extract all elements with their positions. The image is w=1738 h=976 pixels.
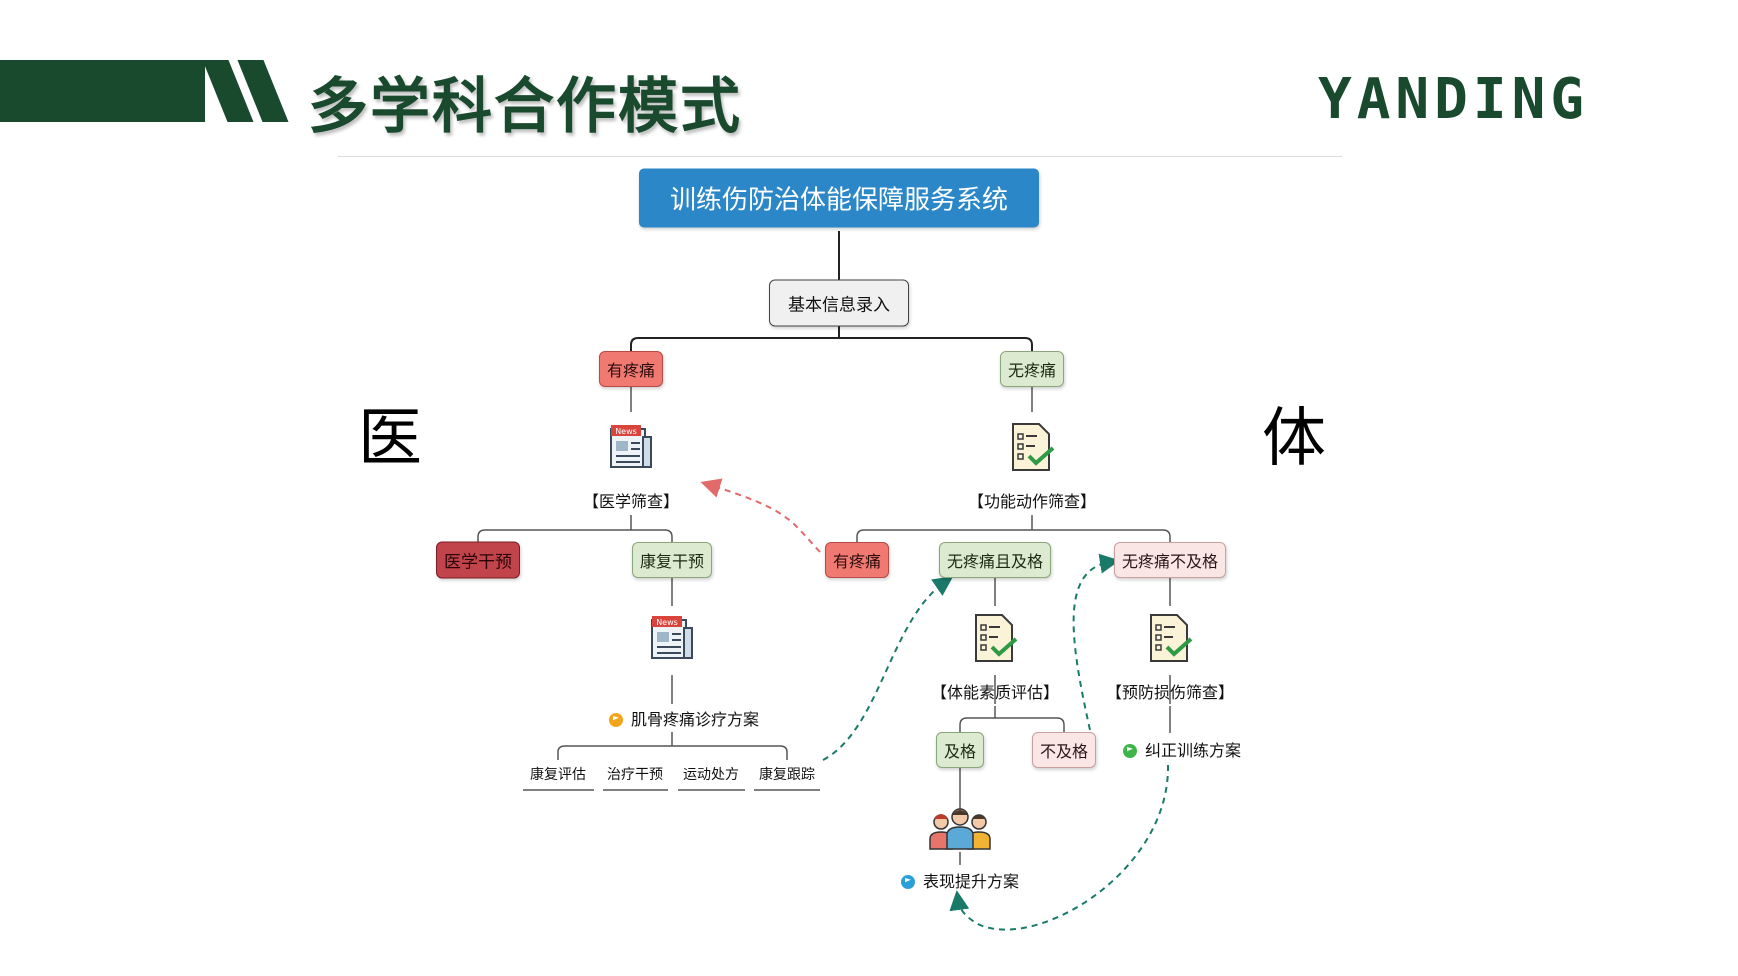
physical-assessment-label: 【体能素质评估】 (930, 683, 1060, 702)
flag-icon (1122, 744, 1137, 758)
pass-node: 及格 (935, 732, 985, 768)
flag-icon (900, 875, 915, 889)
basic-info-node: 基本信息录入 (769, 279, 909, 327)
functional-screening-label: 【功能动作筛查】 (967, 492, 1097, 511)
news-icon: News (649, 614, 695, 666)
corrective-plan-text: 纠正训练方案 (1144, 741, 1242, 760)
side-label-physical: 体 (1262, 402, 1326, 476)
msk-plan-label: 肌骨疼痛诊疗方案 (608, 706, 760, 730)
fail-branch-node: 无疼痛不及格 (1113, 542, 1227, 578)
corrective-plan-label: 纠正训练方案 (1122, 737, 1242, 761)
leaf-rehab-tracking: 康复跟踪 (759, 767, 815, 783)
performance-plan-label: 表现提升方案 (900, 868, 1020, 892)
team-icon (928, 805, 992, 855)
brand-logo: YANDING (1318, 67, 1590, 132)
checklist-icon (972, 613, 1018, 667)
pass-branch-node: 无疼痛且及格 (938, 542, 1052, 578)
rehab-intervention-node: 康复干预 (631, 542, 713, 578)
fail-node: 不及格 (1031, 732, 1097, 768)
leaf-treatment-intervention: 治疗干预 (607, 767, 663, 783)
pain-node: 有疼痛 (598, 351, 664, 387)
side-label-medical: 医 (358, 402, 422, 476)
svg-text:News: News (656, 618, 678, 627)
checklist-icon (1009, 422, 1055, 476)
injury-prevention-label: 【预防损伤筛查】 (1105, 683, 1235, 702)
msk-plan-text: 肌骨疼痛诊疗方案 (630, 710, 760, 729)
leaf-exercise-prescription: 运动处方 (683, 767, 739, 783)
header-accent-bar (0, 60, 205, 122)
svg-text:News: News (615, 427, 637, 436)
no-pain-node: 无疼痛 (999, 351, 1065, 387)
page-title: 多学科合作模式 (308, 72, 742, 142)
flag-icon (608, 713, 623, 727)
performance-plan-text: 表现提升方案 (922, 872, 1020, 891)
title-divider (338, 156, 1342, 157)
pain-branch-node: 有疼痛 (824, 542, 890, 578)
root-node: 训练伤防治体能保障服务系统 (638, 168, 1040, 228)
checklist-icon (1147, 613, 1193, 667)
news-icon: News (608, 423, 654, 475)
leaf-rehab-assessment: 康复评估 (530, 767, 586, 783)
medical-screening-label: 【医学筛查】 (582, 492, 680, 511)
medical-intervention-node: 医学干预 (436, 541, 520, 579)
